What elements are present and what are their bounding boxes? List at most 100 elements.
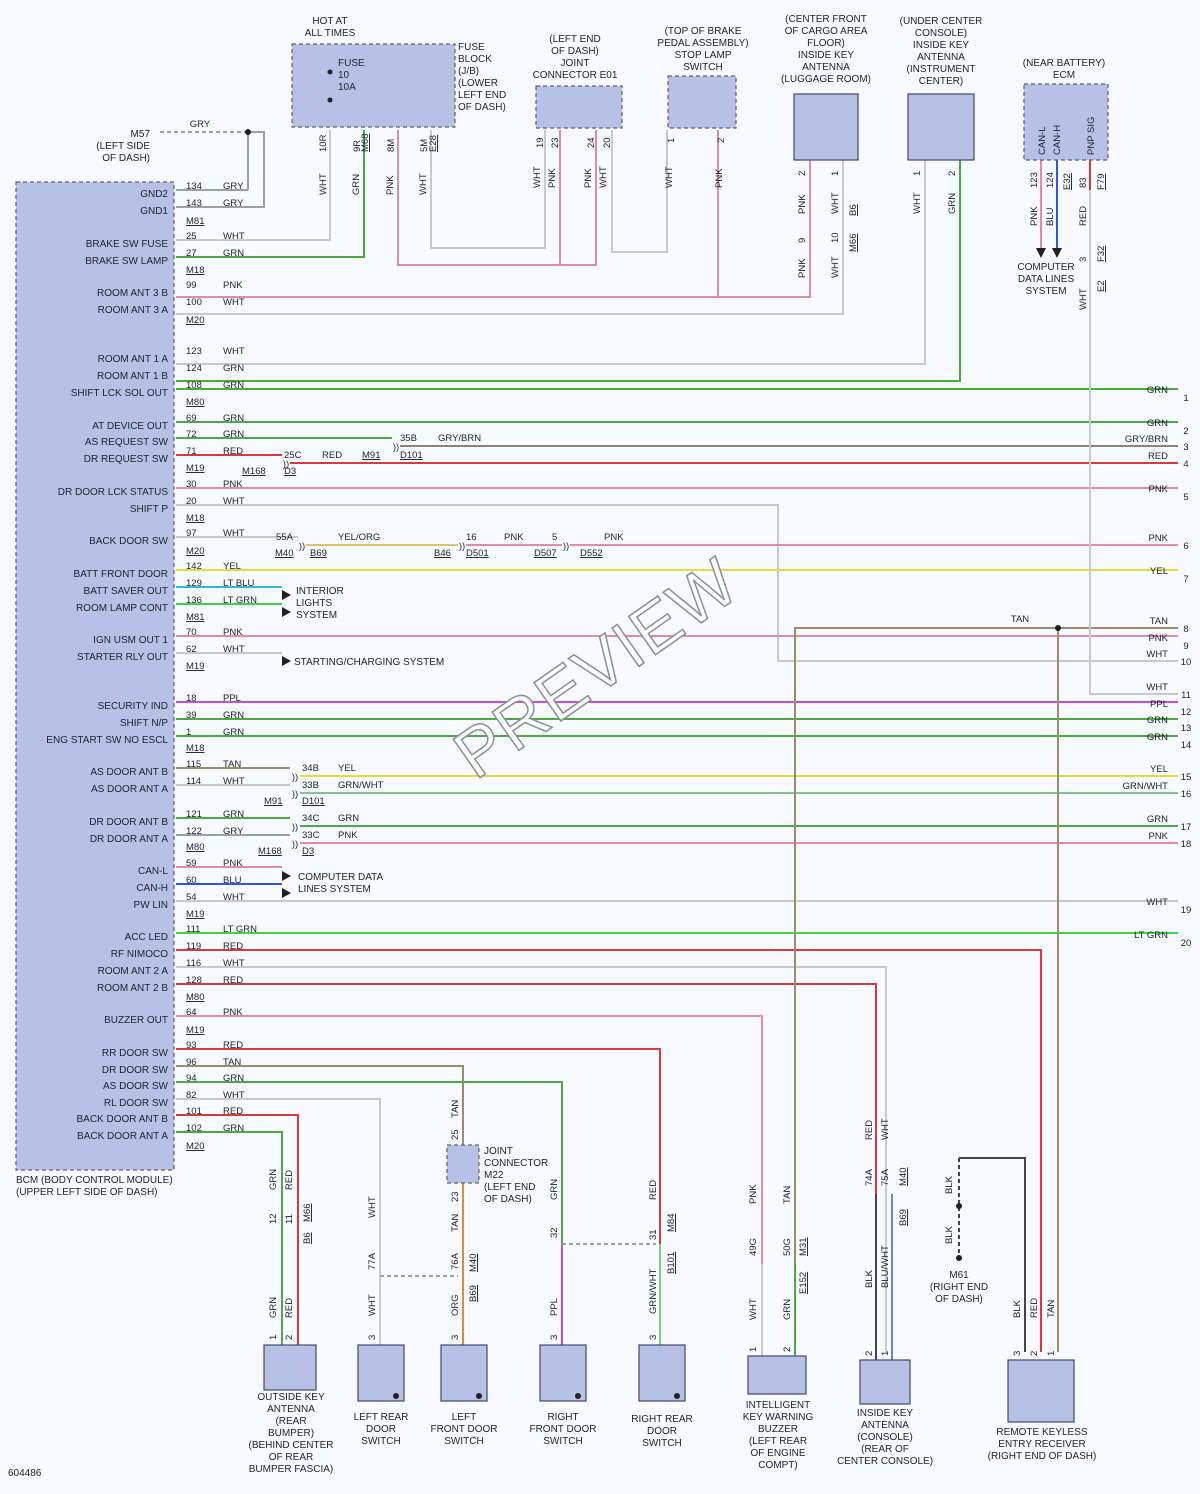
bcm-pin-wire-color: GRN xyxy=(223,380,244,391)
bcm-pin-wire-color: GRY xyxy=(223,826,244,837)
wire-brake-lamp xyxy=(176,130,365,258)
bcm-pin-number: 100 xyxy=(186,297,202,308)
inline-conn: M40 xyxy=(275,548,293,559)
left-front-door-label: SWITCH xyxy=(444,1436,483,1447)
inline-connector: )) xyxy=(292,772,298,783)
m57-ground-label: M57 xyxy=(131,129,151,140)
bcm-pin-wire-color: GRN xyxy=(223,1123,244,1134)
right-front-door-label: FRONT DOOR xyxy=(529,1424,596,1435)
right-ref-wire-color: GRN xyxy=(1147,732,1168,743)
wire-color: BLK xyxy=(1012,1299,1023,1318)
fuse-node xyxy=(327,97,333,103)
inline-pin: 34C xyxy=(302,813,320,824)
bcm-pin-wire-color: PNK xyxy=(223,280,243,291)
wire-color: RED xyxy=(864,1120,875,1140)
right-ref-wire-color: PPL xyxy=(1150,699,1168,710)
inline-connector: )) xyxy=(459,541,465,552)
wire-color: WHT xyxy=(367,1294,378,1316)
cargo-conn: M66 xyxy=(848,234,859,252)
pin: 3 xyxy=(549,1335,560,1340)
switch-ground-icon xyxy=(393,1393,399,1399)
stop-lamp-switch-label: SWITCH xyxy=(683,62,722,73)
bcm-pin-name: GND1 xyxy=(140,206,168,217)
wire-color: WHT xyxy=(830,256,841,278)
ecm xyxy=(1023,83,1109,161)
bcm-pin-number: 102 xyxy=(186,1123,202,1134)
bcm-pin-number: 101 xyxy=(186,1106,202,1117)
bcm-connector-id: M18 xyxy=(186,513,204,524)
inline-conn: D3 xyxy=(284,466,296,477)
arrow-icon xyxy=(282,590,291,600)
bcm-pin-name: ROOM ANT 2 B xyxy=(97,983,168,994)
stop-lamp-switch xyxy=(667,75,737,129)
right-ref-number: 18 xyxy=(1181,839,1192,850)
bcm-pin-number: 62 xyxy=(186,644,197,655)
bcm-pin-number: 122 xyxy=(186,826,202,837)
fuse-rating: 10 xyxy=(338,70,350,81)
cargo-antenna-label: INSIDE KEY xyxy=(798,50,854,61)
bcm-pin-number: 82 xyxy=(186,1090,197,1101)
wire-brake-fuse xyxy=(176,130,331,241)
bcm-pin-name: BRAKE SW FUSE xyxy=(86,239,169,250)
pin: 49G xyxy=(748,1238,759,1256)
bcm-connector-id: M20 xyxy=(186,546,204,557)
bcm-pin-name: DR DOOR LCK STATUS xyxy=(58,487,169,498)
conn: B6 xyxy=(302,1232,313,1244)
buzzer-label: INTELLIGENT xyxy=(746,1400,810,1411)
bcm-pin-wire-color: LT GRN xyxy=(223,595,257,606)
bcm-pin-number: 116 xyxy=(186,958,201,969)
bcm-pin-wire-color: WHT xyxy=(223,297,245,308)
right-ref-number: 20 xyxy=(1181,938,1192,949)
bcm-connector-id: M81 xyxy=(186,612,204,623)
right-ref-wire-color: GRN xyxy=(1147,715,1168,726)
bcm-pin-name: BUZZER OUT xyxy=(104,1015,168,1026)
wire-color: WHT xyxy=(880,1118,891,1140)
pin: 76A xyxy=(450,1252,461,1270)
wire-e01-wht xyxy=(611,130,668,253)
conn: B101 xyxy=(666,1252,677,1274)
bcm-pin-number: 129 xyxy=(186,578,202,589)
arrow-icon xyxy=(1052,248,1062,258)
bcm-pin-wire-color: WHT xyxy=(223,496,245,507)
bcm-pin-name: SHIFT N/P xyxy=(120,718,168,729)
bcm-pin-name: AS REQUEST SW xyxy=(85,437,169,448)
m57-wire-color: GRY xyxy=(190,119,211,130)
fuse-node xyxy=(327,69,333,75)
computer-data-lines-label: LINES SYSTEM xyxy=(298,884,371,895)
cargo-inside-key-antenna xyxy=(793,93,859,161)
fuse-block-label: FUSE xyxy=(458,42,485,53)
ground-splice xyxy=(956,1203,962,1209)
bcm-pin-name: GND2 xyxy=(140,189,168,200)
wire-color: GRN xyxy=(268,1297,279,1318)
pin: 2 xyxy=(864,1351,875,1356)
bcm-label: BCM (BODY CONTROL MODULE) xyxy=(16,1175,173,1186)
console-antenna-label: (CONSOLE) xyxy=(857,1432,913,1443)
right-rear-door-switch xyxy=(638,1344,686,1402)
instrument-antenna-label: (INSTRUMENT xyxy=(907,64,976,75)
cargo-antenna-label: OF CARGO AREA xyxy=(785,26,868,37)
bcm-pin-number: 119 xyxy=(186,941,201,952)
bcm-connector-id: M81 xyxy=(186,216,204,227)
bcm-pin-wire-color: BLU xyxy=(223,875,242,886)
wire-color: WHT xyxy=(830,192,841,214)
right-ref-number: 11 xyxy=(1181,690,1191,701)
wire-room-ant3b xyxy=(176,130,719,298)
bcm-pin-name: IGN USM OUT 1 xyxy=(93,635,168,646)
inline-wire-color: GRY/BRN xyxy=(438,433,481,444)
interior-lights-label: LIGHTS xyxy=(296,598,332,609)
bcm-pin-wire-color: RED xyxy=(223,446,243,457)
bcm-connector-id: M18 xyxy=(186,743,204,754)
pin: 1 xyxy=(268,1335,279,1340)
bcm-pin-wire-color: TAN xyxy=(223,759,241,770)
bcm-pin-name: ROOM ANT 1 A xyxy=(98,354,169,365)
inline-conn: D101 xyxy=(400,450,423,461)
inline-wire-color: YEL/ORG xyxy=(338,532,380,543)
fuse-block-label: BLOCK xyxy=(458,54,492,65)
wire-color: PNK xyxy=(385,175,396,195)
outside-antenna-label: BUMPER) xyxy=(268,1428,314,1439)
right-ref-wire-color: PNK xyxy=(1148,484,1168,495)
inst-pin: 1 xyxy=(912,171,923,176)
right-ref-number: 6 xyxy=(1183,541,1188,552)
computer-data-lines-label: COMPUTER xyxy=(1017,262,1074,273)
